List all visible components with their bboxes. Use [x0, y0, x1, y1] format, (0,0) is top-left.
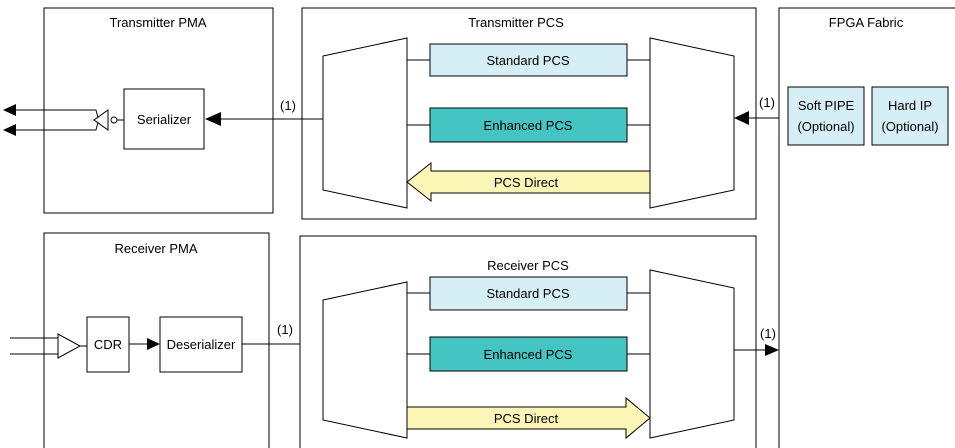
fabric-to-tx-pcs-arrow-icon	[734, 111, 749, 125]
transmitter-pcs-title: Transmitter PCS	[468, 15, 564, 30]
tx-serial-arrow-top-icon	[3, 104, 16, 116]
tx-enhanced-pcs-block	[429, 107, 628, 143]
rx-enhanced-pcs-block	[429, 336, 628, 372]
soft-pipe-label: Soft PIPE	[798, 98, 855, 113]
cdr-label: CDR	[94, 337, 122, 352]
tx-enhanced-pcs-label: Enhanced PCS	[484, 118, 573, 133]
tx-pcs-left-mux	[322, 37, 408, 209]
rx-pma-pcs-note: (1)	[277, 322, 293, 337]
tx-pcs-to-serializer-arrow-icon	[205, 112, 221, 126]
tx-standard-pcs-block	[429, 43, 628, 77]
cdr-block	[86, 316, 130, 373]
serializer-block	[123, 88, 205, 150]
soft-pipe-block	[787, 86, 865, 146]
rx-fabric-note: (1)	[760, 326, 776, 341]
hard-ip-block	[871, 86, 949, 146]
rx-pcs-to-fabric-arrow-icon	[765, 344, 779, 356]
rx-input-buffer	[10, 333, 87, 359]
cdr-to-deserializer-arrow-icon	[147, 338, 160, 350]
tx-fabric-note: (1)	[759, 95, 775, 110]
transmitter-pma-title: Transmitter PMA	[109, 15, 206, 30]
hard-ip-label: Hard IP	[888, 98, 932, 113]
deserializer-label: Deserializer	[167, 337, 236, 352]
rx-enhanced-pcs-label: Enhanced PCS	[484, 347, 573, 362]
rx-pcs-right-mux	[649, 269, 735, 439]
tx-pcs-direct-label: PCS Direct	[494, 175, 559, 190]
tx-serial-arrow-bottom-icon	[3, 124, 16, 136]
hard-ip-optional-label: (Optional)	[881, 119, 938, 134]
tx-pma-pcs-note: (1)	[280, 98, 296, 113]
receiver-pcs-title: Receiver PCS	[487, 258, 569, 273]
fpga-fabric-block	[778, 7, 955, 448]
tx-pcs-right-mux	[649, 37, 735, 209]
rx-standard-pcs-block	[429, 276, 628, 311]
rx-pcs-direct-label: PCS Direct	[494, 411, 559, 426]
tx-pcs-direct-arrow	[406, 161, 651, 203]
soft-pipe-optional-label: (Optional)	[797, 119, 854, 134]
tx-output-buffer	[13, 109, 124, 131]
receiver-pma-title: Receiver PMA	[114, 241, 197, 256]
rx-standard-pcs-label: Standard PCS	[486, 286, 569, 301]
fpga-fabric-title: FPGA Fabric	[829, 15, 904, 30]
rx-pcs-left-mux	[322, 281, 408, 439]
serializer-label: Serializer	[137, 112, 192, 127]
deserializer-block	[159, 316, 243, 373]
rx-pcs-direct-arrow	[406, 396, 651, 440]
tx-standard-pcs-label: Standard PCS	[486, 53, 569, 68]
